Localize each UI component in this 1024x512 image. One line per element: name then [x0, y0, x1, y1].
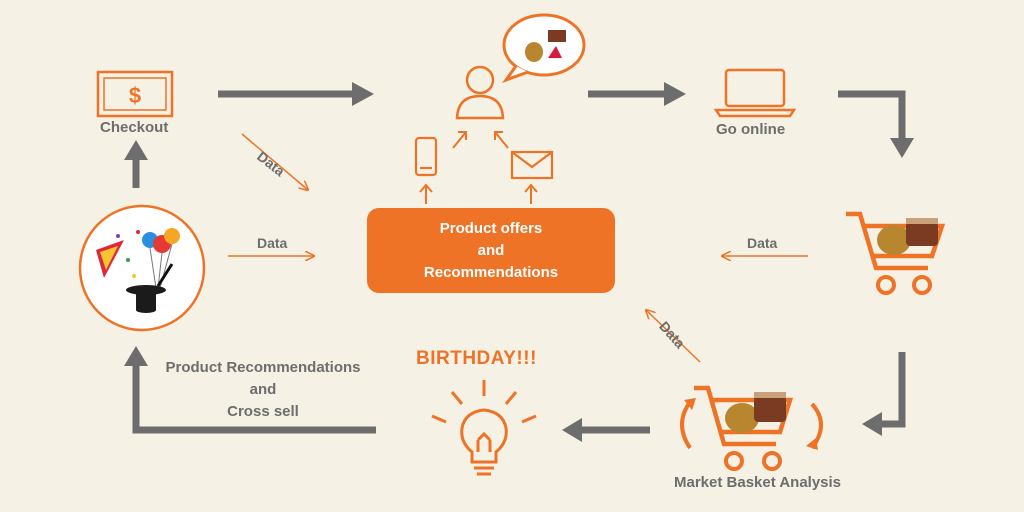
data-arrow-bottom-right — [646, 310, 701, 363]
small-arrows-to-customer — [419, 131, 538, 204]
speech-bubble-icon — [501, 13, 586, 84]
arrow-customer-to-online — [588, 82, 686, 106]
recommendations-line-1: Product Recommendations — [165, 359, 361, 376]
product-offers-box: Product offers and Recommendations — [367, 208, 615, 293]
arrow-analysis-to-birthday — [562, 418, 650, 442]
data-arrow-top-left — [241, 133, 308, 190]
recommendations-label: Product Recommendations and Cross sell — [150, 357, 376, 423]
birthday-label: BIRTHDAY!!! — [416, 348, 537, 369]
arrow-party-to-checkout — [124, 140, 148, 188]
checkout-label: Checkout — [100, 119, 169, 136]
go-online-label: Go online — [716, 121, 786, 138]
arrow-cart-to-analysis — [862, 352, 906, 436]
arrow-birthday-to-party — [124, 346, 376, 434]
mail-icon — [510, 150, 554, 180]
dollar-symbol: $ — [129, 83, 141, 108]
market-basket-label: Market Basket Analysis — [674, 474, 842, 491]
arrow-online-to-cart — [838, 90, 914, 158]
recommendations-line-2: and — [249, 381, 277, 398]
center-line-1: Product offers — [439, 219, 543, 237]
center-line-2: and — [477, 241, 505, 259]
laptop-icon — [713, 68, 797, 118]
phone-icon — [414, 136, 438, 177]
party-icon — [78, 204, 206, 332]
person-icon — [455, 65, 505, 120]
center-line-3: Recommendations — [423, 263, 559, 281]
recommendations-line-3: Cross sell — [227, 403, 299, 420]
data-label-left: Data — [257, 235, 288, 251]
market-basket-icon — [680, 385, 823, 471]
shopping-cart-icon — [846, 211, 946, 295]
data-label-right: Data — [747, 235, 778, 251]
arrow-checkout-to-customer — [218, 82, 374, 106]
cash-icon: $ — [96, 70, 174, 118]
lightbulb-icon — [431, 380, 537, 476]
